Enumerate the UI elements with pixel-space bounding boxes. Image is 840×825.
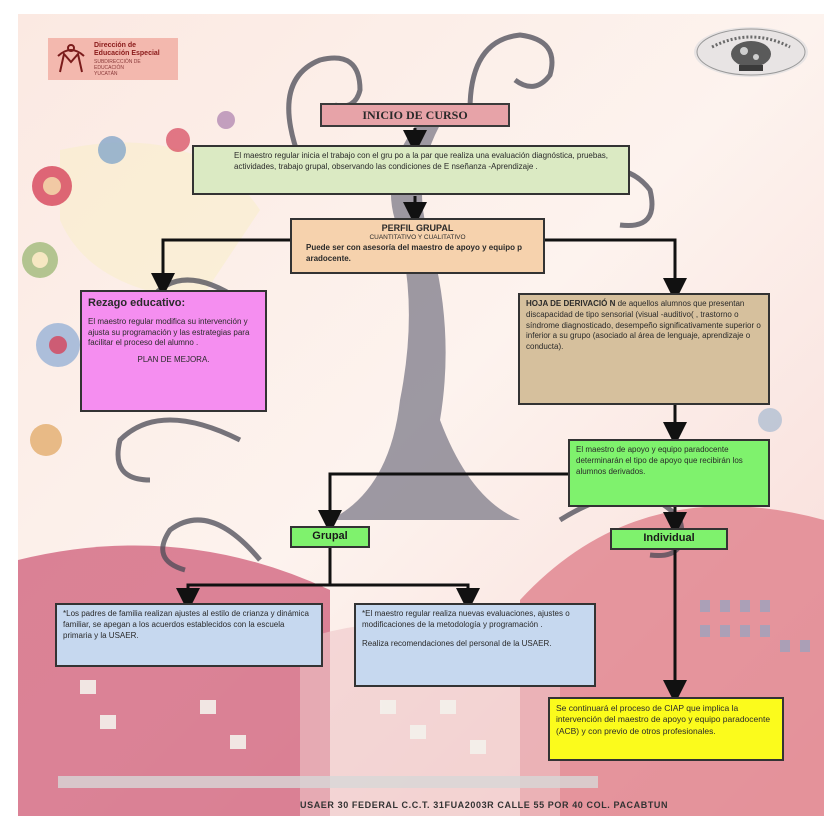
hoja-body: de aquellos alumnos que presentan discap… <box>526 299 761 352</box>
arrow-grupal-to-maestro <box>330 583 480 612</box>
footer-address: USAER 30 FEDERAL C.C.T. 31FUA2003R CALLE… <box>300 800 669 810</box>
inicio-de-curso-node: INICIO DE CURSO <box>320 103 510 127</box>
institution-logo: Dirección de Educación Especial SUBDIREC… <box>48 38 178 80</box>
light-windows <box>80 680 486 754</box>
arrow-apoyo-to-grupal <box>318 472 568 534</box>
maestro-apoyo-node: El maestro de apoyo y equipo paradocente… <box>568 439 770 507</box>
arrow-perfil-to-rezago <box>151 238 290 297</box>
ciap-node: Se continuará el proceso de CIAP que imp… <box>548 697 784 761</box>
rezago-body: El maestro regular modifica su intervenc… <box>88 316 250 348</box>
logo-line-4: YUCATÁN <box>94 70 118 77</box>
people-mark-icon <box>57 44 85 73</box>
logo-line-1: Dirección de <box>94 42 137 49</box>
rezago-title: Rezago educativo: <box>88 297 186 309</box>
perfil-grupal-subtitle: CUANTITATIVO Y CUALITATIVO <box>369 234 466 242</box>
logo-line-3: SUBDIRECCIÓN DE EDUCACIÓN <box>94 58 141 71</box>
building-windows <box>700 600 810 652</box>
tree-trunk <box>330 120 520 520</box>
logo-line-2: Educación Especial <box>94 50 160 58</box>
perfil-grupal-body: Puede ser con asesoría del maestro de ap… <box>306 242 523 263</box>
rezago-educativo-node: Rezago educativo: El maestro regular mod… <box>80 290 267 412</box>
grupal-tag: Grupal <box>290 526 370 548</box>
perfil-grupal-title: PERFIL GRUPAL <box>381 223 454 233</box>
evaluacion-node: El maestro regular inicia el trabajo con… <box>192 145 630 195</box>
maestro-regular-text-2: Realiza recomendaciones del personal de … <box>362 638 552 648</box>
hoja-derivacion-node: HOJA DE DERIVACIÓ N de aquellos alumnos … <box>518 293 770 405</box>
arrow-grupal-to-padres <box>176 548 332 612</box>
hoja-title: HOJA DE DERIVACIÓ N <box>526 299 616 308</box>
rezago-plan: PLAN DE MEJORA. <box>137 355 210 365</box>
individual-tag: Individual <box>610 528 728 550</box>
seal-emblem-icon <box>696 28 806 76</box>
maestro-regular-node: *El maestro regular realiza nuevas evalu… <box>354 603 596 687</box>
decorative-circles <box>22 111 782 484</box>
padres-familia-node: *Los padres de familia realizan ajustes … <box>55 603 323 667</box>
arrow-perfil-to-hoja <box>545 238 687 302</box>
perfil-grupal-node: PERFIL GRUPAL CUANTITATIVO Y CUALITATIVO… <box>290 218 545 274</box>
maestro-regular-text-1: *El maestro regular realiza nuevas evalu… <box>362 609 570 629</box>
usaer-seal-logo <box>694 27 808 77</box>
faint-caption-band <box>58 776 598 788</box>
